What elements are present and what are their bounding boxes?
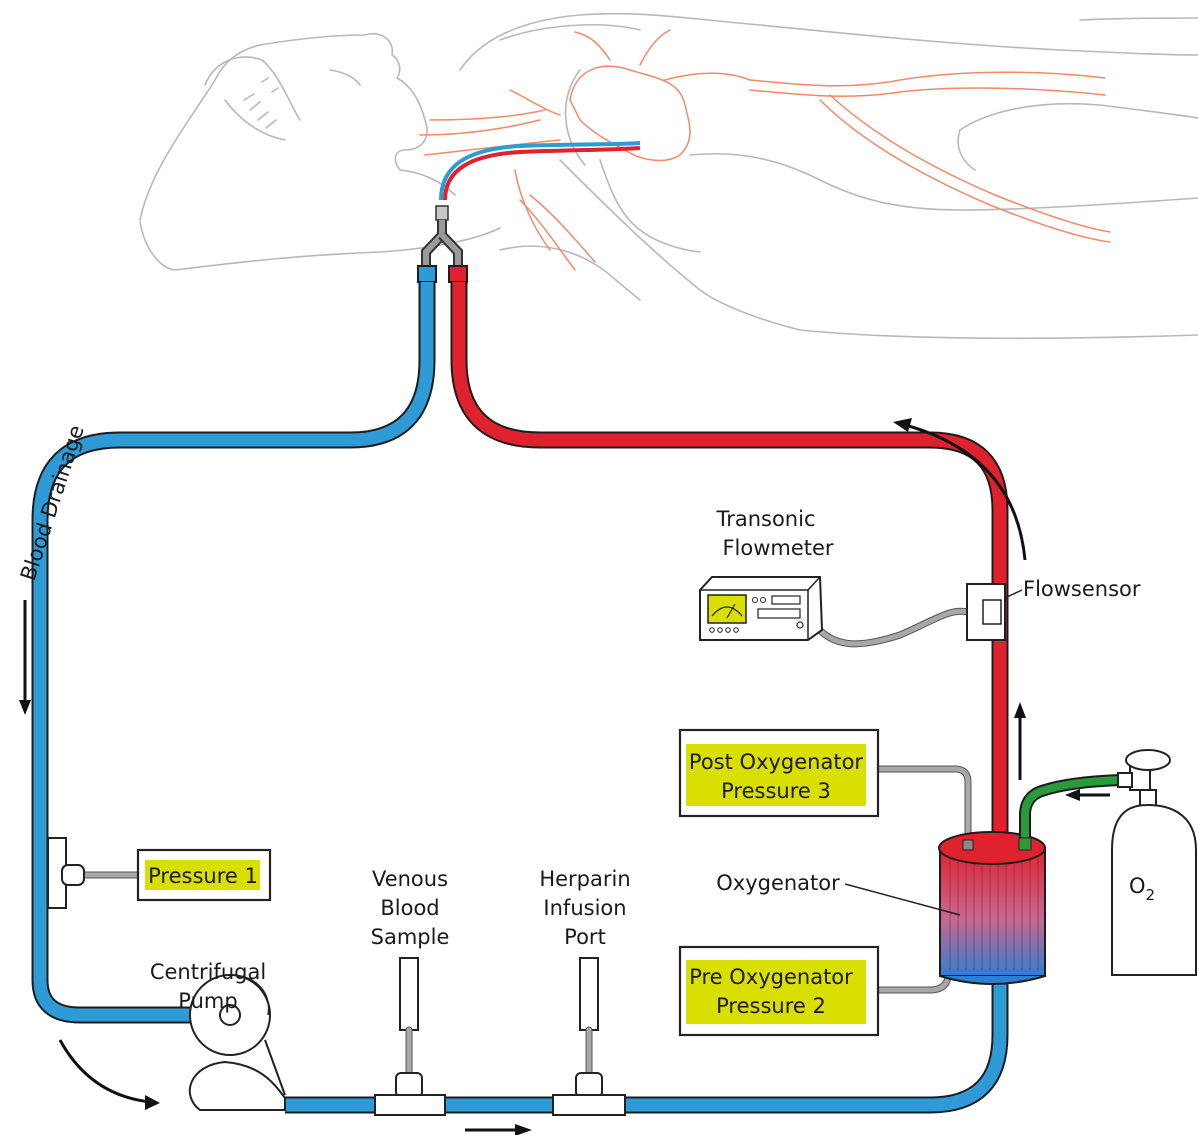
- pre-oxygenator-label-2: Pressure 2: [716, 994, 826, 1018]
- centrifugal-pump-label-1: Centrifugal: [150, 960, 266, 984]
- flowsensor: [806, 583, 1023, 648]
- pre-oxygenator-pressure-box: Pre Oxygenator Pressure 2: [678, 945, 880, 1037]
- post-oxygenator-label-2: Pressure 3: [721, 779, 831, 803]
- pressure-1-label: Pressure 1: [148, 864, 258, 888]
- venous-drainage-tube: [31, 282, 1009, 1114]
- arterial-return-tube: [450, 282, 1009, 845]
- heparin-infusion-port-label-1: Herparin: [539, 867, 630, 891]
- centrifugal-pump: [188, 974, 286, 1111]
- oxygenator-label: Oxygenator: [716, 871, 840, 895]
- hair-marks: [243, 77, 279, 129]
- venous-blood-sample-port: [374, 957, 446, 1116]
- oxygen-tank: [1111, 749, 1197, 976]
- heparin-infusion-port-label-3: Port: [564, 925, 606, 949]
- heparin-infusion-port-label-2: Infusion: [543, 896, 626, 920]
- post-oxygenator-pressure-box: Post Oxygenator Pressure 3: [678, 728, 880, 818]
- transonic-flowmeter-label-1: Transonic: [715, 507, 815, 531]
- venous-blood-sample-label-2: Blood: [380, 896, 439, 920]
- flow-arrows: [19, 418, 1110, 1135]
- patient-illustration: [139, 12, 1198, 340]
- post-oxygenator-label-1: Post Oxygenator: [689, 750, 864, 774]
- flowsensor-label: Flowsensor: [1023, 577, 1141, 601]
- venous-blood-sample-label-1: Venous: [372, 867, 448, 891]
- pressure-1-box: Pressure 1: [136, 848, 272, 902]
- o2-label: O2: [1129, 874, 1155, 904]
- blood-drainage-label: Blood Drainage: [16, 422, 89, 583]
- y-connector: [417, 205, 468, 283]
- vessel-lines: [419, 71, 1111, 271]
- venous-blood-sample-label-3: Sample: [371, 925, 450, 949]
- centrifugal-pump-label-2: Pump: [178, 989, 237, 1013]
- oxygenator: [844, 765, 1121, 994]
- transonic-flowmeter-label-2: Flowmeter: [722, 536, 833, 560]
- transonic-flowmeter: [699, 576, 824, 641]
- pressure-1-sensor: [47, 837, 144, 909]
- pre-oxygenator-label-1: Pre Oxygenator: [689, 965, 853, 989]
- heparin-infusion-port: [552, 957, 626, 1116]
